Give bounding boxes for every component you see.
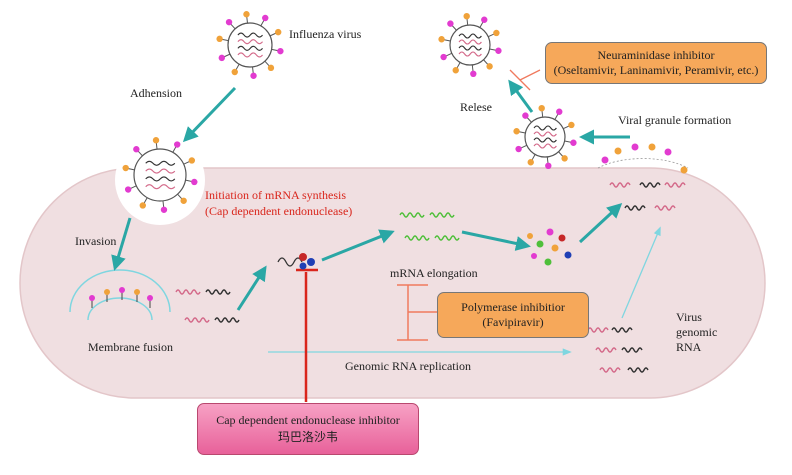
genomic-rna-segment [599,367,621,373]
polymerase-inhibitor-mark [397,284,438,341]
viral-proteins [527,228,572,266]
mrna-strand [434,235,460,241]
virions-and-rna [122,11,686,373]
arrow-to-proteins [461,230,531,251]
label-virus: Virus [676,310,702,324]
arrow-invasion [111,217,132,271]
rna-segment [184,317,210,323]
neuraminidase-inhibitor-box: Neuraminidase inhibitor (Oseltamivir, La… [545,42,767,84]
cap-complex [277,253,315,270]
arrow-to-mrna [321,229,395,262]
polymerase-inhibitor-title: Polymerase inhibitior [461,300,565,314]
granule-rna-segment [654,205,676,211]
genomic-rna-segment [611,327,633,333]
assembling-virion [513,104,577,170]
cap-endonuclease-inhibitor-box: Cap dependent endonuclease inhibitor 玛巴洛… [197,403,419,455]
label-initiation: Initiation of mRNA synthesis [205,188,346,202]
mrna-strand [399,212,425,218]
label-genomic: genomic [676,325,718,339]
granule-rna-segment [624,205,646,211]
host-cell [19,167,766,399]
label-membrane-fusion: Membrane fusion [88,340,173,354]
rna-segment [175,289,201,295]
influenza-virion-top [216,11,284,79]
arrow-to-cap [236,265,267,311]
label-genomic-rna-replication: Genomic RNA replication [345,359,471,373]
adhering-virion [122,137,198,213]
granule-rna-segment [664,182,686,188]
arrow-genomic-to-granule [621,226,661,319]
genomic-rna-segment [587,327,609,333]
label-invasion: Invasion [75,234,117,248]
arrow-adhension [182,86,237,143]
label-viral-granule-formation: Viral granule formation [618,113,732,127]
label-mrna-elongation: mRNA elongation [390,266,478,280]
granule-rna-segment [609,182,631,188]
mrna-strand [429,212,455,218]
neuraminidase-inhibitor-title: Neuraminidase inhibitor [597,48,715,62]
neuraminidase-inhibitor-mark [509,69,541,91]
label-adhension: Adhension [130,86,182,100]
mrna-strand [404,235,430,241]
polymerase-inhibitor-drugs: (Favipiravir) [482,315,544,329]
label-relese: Relese [460,100,492,114]
arrow-to-granule [578,202,623,244]
genomic-rna-segment [595,347,617,353]
polymerase-inhibitor-box: Polymerase inhibitior (Favipiravir) [437,292,589,338]
cap-endonuclease-inhibitor-drug-zh: 玛巴洛沙韦 [277,430,338,444]
label-influenza-virus: Influenza virus [289,27,362,41]
genomic-rna-segment [621,347,643,353]
arrow-release [508,79,534,113]
cap-endonuclease-inhibitor-title: Cap dependent endonuclease inhibitor [216,413,400,427]
rna-segment [214,317,240,323]
granule-rna-segment [639,182,661,188]
rna-segment [205,289,231,295]
label-cap-endonuclease: (Cap dependent endonuclease) [205,204,353,218]
released-virion [438,12,502,78]
granule-assembly [597,143,689,174]
neuraminidase-inhibitor-drugs: (Oseltamivir, Laninamivir, Peramivir, et… [553,63,759,77]
label-rna: RNA [676,340,702,354]
genomic-rna-segment [627,367,649,373]
